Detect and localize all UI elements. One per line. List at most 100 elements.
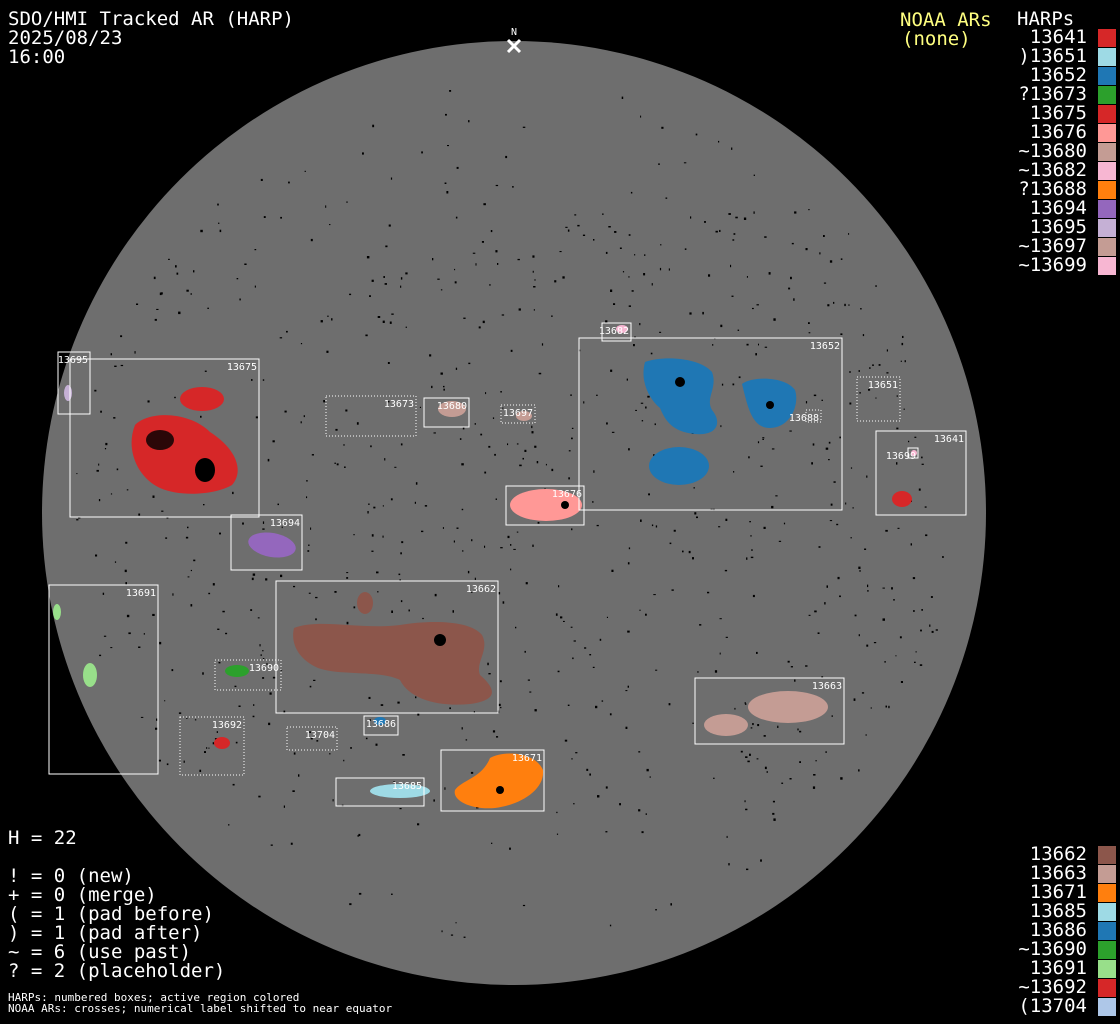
legend-label: ?13688 bbox=[1018, 178, 1087, 200]
legend-entry: 13694 bbox=[998, 199, 1118, 218]
legend-label: ~13690 bbox=[1018, 938, 1087, 960]
region-13662-small bbox=[357, 592, 373, 614]
region-13694 bbox=[248, 532, 296, 558]
harp-box-label: 13688 bbox=[789, 413, 819, 424]
noaa-ars-value: (none) bbox=[902, 28, 971, 50]
legend-label: ~13680 bbox=[1018, 140, 1087, 162]
harp-box-label: 13699 bbox=[886, 451, 916, 462]
north-cross-icon bbox=[506, 38, 522, 54]
region-13675-small bbox=[180, 387, 224, 411]
harp-box-label: 13682 bbox=[599, 326, 629, 337]
region-13663-b bbox=[748, 691, 828, 723]
harp-box-label: 13695 bbox=[58, 355, 88, 366]
legend-label: 13694 bbox=[1029, 197, 1087, 219]
stat-new: ! = 0 (new) bbox=[8, 865, 134, 887]
legend-label: ~13692 bbox=[1018, 976, 1087, 998]
harp-box-13680 bbox=[423, 397, 470, 428]
harp-box-label: 13690 bbox=[249, 663, 279, 674]
harp-box-13697 bbox=[500, 404, 536, 424]
harp-box-13690 bbox=[214, 659, 282, 691]
harp-box-13673 bbox=[325, 395, 417, 437]
harp-box-label: 13675 bbox=[227, 362, 257, 373]
harp-box-13682 bbox=[601, 322, 632, 342]
harp-box-13662 bbox=[275, 580, 499, 714]
legend-swatch bbox=[1098, 903, 1116, 921]
harp-box-13688 bbox=[805, 409, 822, 423]
harp-box-13651 bbox=[856, 376, 901, 422]
harp-box-13663 bbox=[694, 677, 845, 745]
legend-entry: )13651 bbox=[998, 47, 1118, 66]
harp-box-13695 bbox=[57, 351, 91, 415]
region-13663-a bbox=[704, 714, 748, 736]
legend-swatch bbox=[1098, 67, 1116, 85]
harp-box-13686 bbox=[363, 715, 399, 736]
legend-label: 13663 bbox=[1029, 862, 1087, 884]
legend-swatch bbox=[1098, 846, 1116, 864]
legend-swatch bbox=[1098, 86, 1116, 104]
region-13691-a bbox=[53, 604, 61, 620]
legend-label: 13641 bbox=[1029, 26, 1087, 48]
region-13652-c bbox=[649, 447, 709, 485]
harp-box-13694 bbox=[230, 514, 303, 571]
legend-swatch bbox=[1098, 29, 1116, 47]
legend-swatch bbox=[1098, 884, 1116, 902]
harp-box-13691 bbox=[48, 584, 159, 775]
harp-box-label: 13651 bbox=[868, 380, 898, 391]
legend-swatch bbox=[1098, 181, 1116, 199]
legend-swatch bbox=[1098, 865, 1116, 883]
harp-box-13699 bbox=[907, 447, 919, 459]
harp-box-13676 bbox=[505, 485, 585, 526]
footer-line-1: HARPs: numbered boxes; active region col… bbox=[8, 991, 300, 1004]
solar-disk bbox=[42, 41, 986, 985]
harp-box-label: 13662 bbox=[466, 584, 496, 595]
legend-entry: 13695 bbox=[998, 218, 1118, 237]
legend-entry: ?13688 bbox=[998, 180, 1118, 199]
legend-swatch bbox=[1098, 960, 1116, 978]
legend-swatch bbox=[1098, 48, 1116, 66]
stat-placeholder: ? = 2 (placeholder) bbox=[8, 960, 226, 982]
noaa-ars-heading: NOAA ARs bbox=[900, 9, 992, 31]
legend-swatch bbox=[1098, 143, 1116, 161]
legend-label: )13651 bbox=[1018, 45, 1087, 67]
region-13697 bbox=[516, 411, 532, 421]
legend-swatch bbox=[1098, 922, 1116, 940]
harp-box-label: 13694 bbox=[270, 518, 300, 529]
harp-count: H = 22 bbox=[8, 827, 77, 849]
legend-entry: 13663 bbox=[998, 864, 1118, 883]
harp-box-label: 13686 bbox=[366, 719, 396, 730]
harp-box-13692 bbox=[179, 716, 245, 776]
harp-box-label: 13641 bbox=[934, 434, 964, 445]
region-13686 bbox=[374, 717, 386, 725]
observation-time: 16:00 bbox=[8, 46, 66, 68]
legend-swatch bbox=[1098, 200, 1116, 218]
legend-entry: 13691 bbox=[998, 959, 1118, 978]
legend-label: 13695 bbox=[1029, 216, 1087, 238]
harp-box-label: 13704 bbox=[305, 730, 335, 741]
harp-box-label: 13685 bbox=[392, 781, 422, 792]
legend-swatch bbox=[1098, 219, 1116, 237]
harp-box-label: 13671 bbox=[512, 753, 542, 764]
legend-entry: 13676 bbox=[998, 123, 1118, 142]
legend-swatch bbox=[1098, 238, 1116, 256]
harp-box-label: 13680 bbox=[437, 401, 467, 412]
region-13671 bbox=[454, 753, 544, 809]
legend-swatch bbox=[1098, 941, 1116, 959]
harp-box-label: 13697 bbox=[503, 408, 533, 419]
harp-box-13685 bbox=[335, 777, 425, 807]
harp-box-13704 bbox=[286, 726, 338, 751]
harp-box-13652 bbox=[578, 337, 843, 511]
legend-entry: 13641 bbox=[998, 28, 1118, 47]
region-13685 bbox=[370, 784, 430, 798]
legend-entry: 13686 bbox=[998, 921, 1118, 940]
legend-entry: 13685 bbox=[998, 902, 1118, 921]
region-13641 bbox=[892, 491, 912, 507]
harp-box-label: 13663 bbox=[812, 681, 842, 692]
legend-label: 13662 bbox=[1029, 843, 1087, 865]
harp-box-13675 bbox=[69, 358, 260, 518]
region-13692 bbox=[214, 737, 230, 749]
harp-box-label: 13691 bbox=[126, 588, 156, 599]
legend-entry: ~13680 bbox=[998, 142, 1118, 161]
legend-entry: (13704 bbox=[998, 997, 1118, 1016]
legend-entry: 13675 bbox=[998, 104, 1118, 123]
